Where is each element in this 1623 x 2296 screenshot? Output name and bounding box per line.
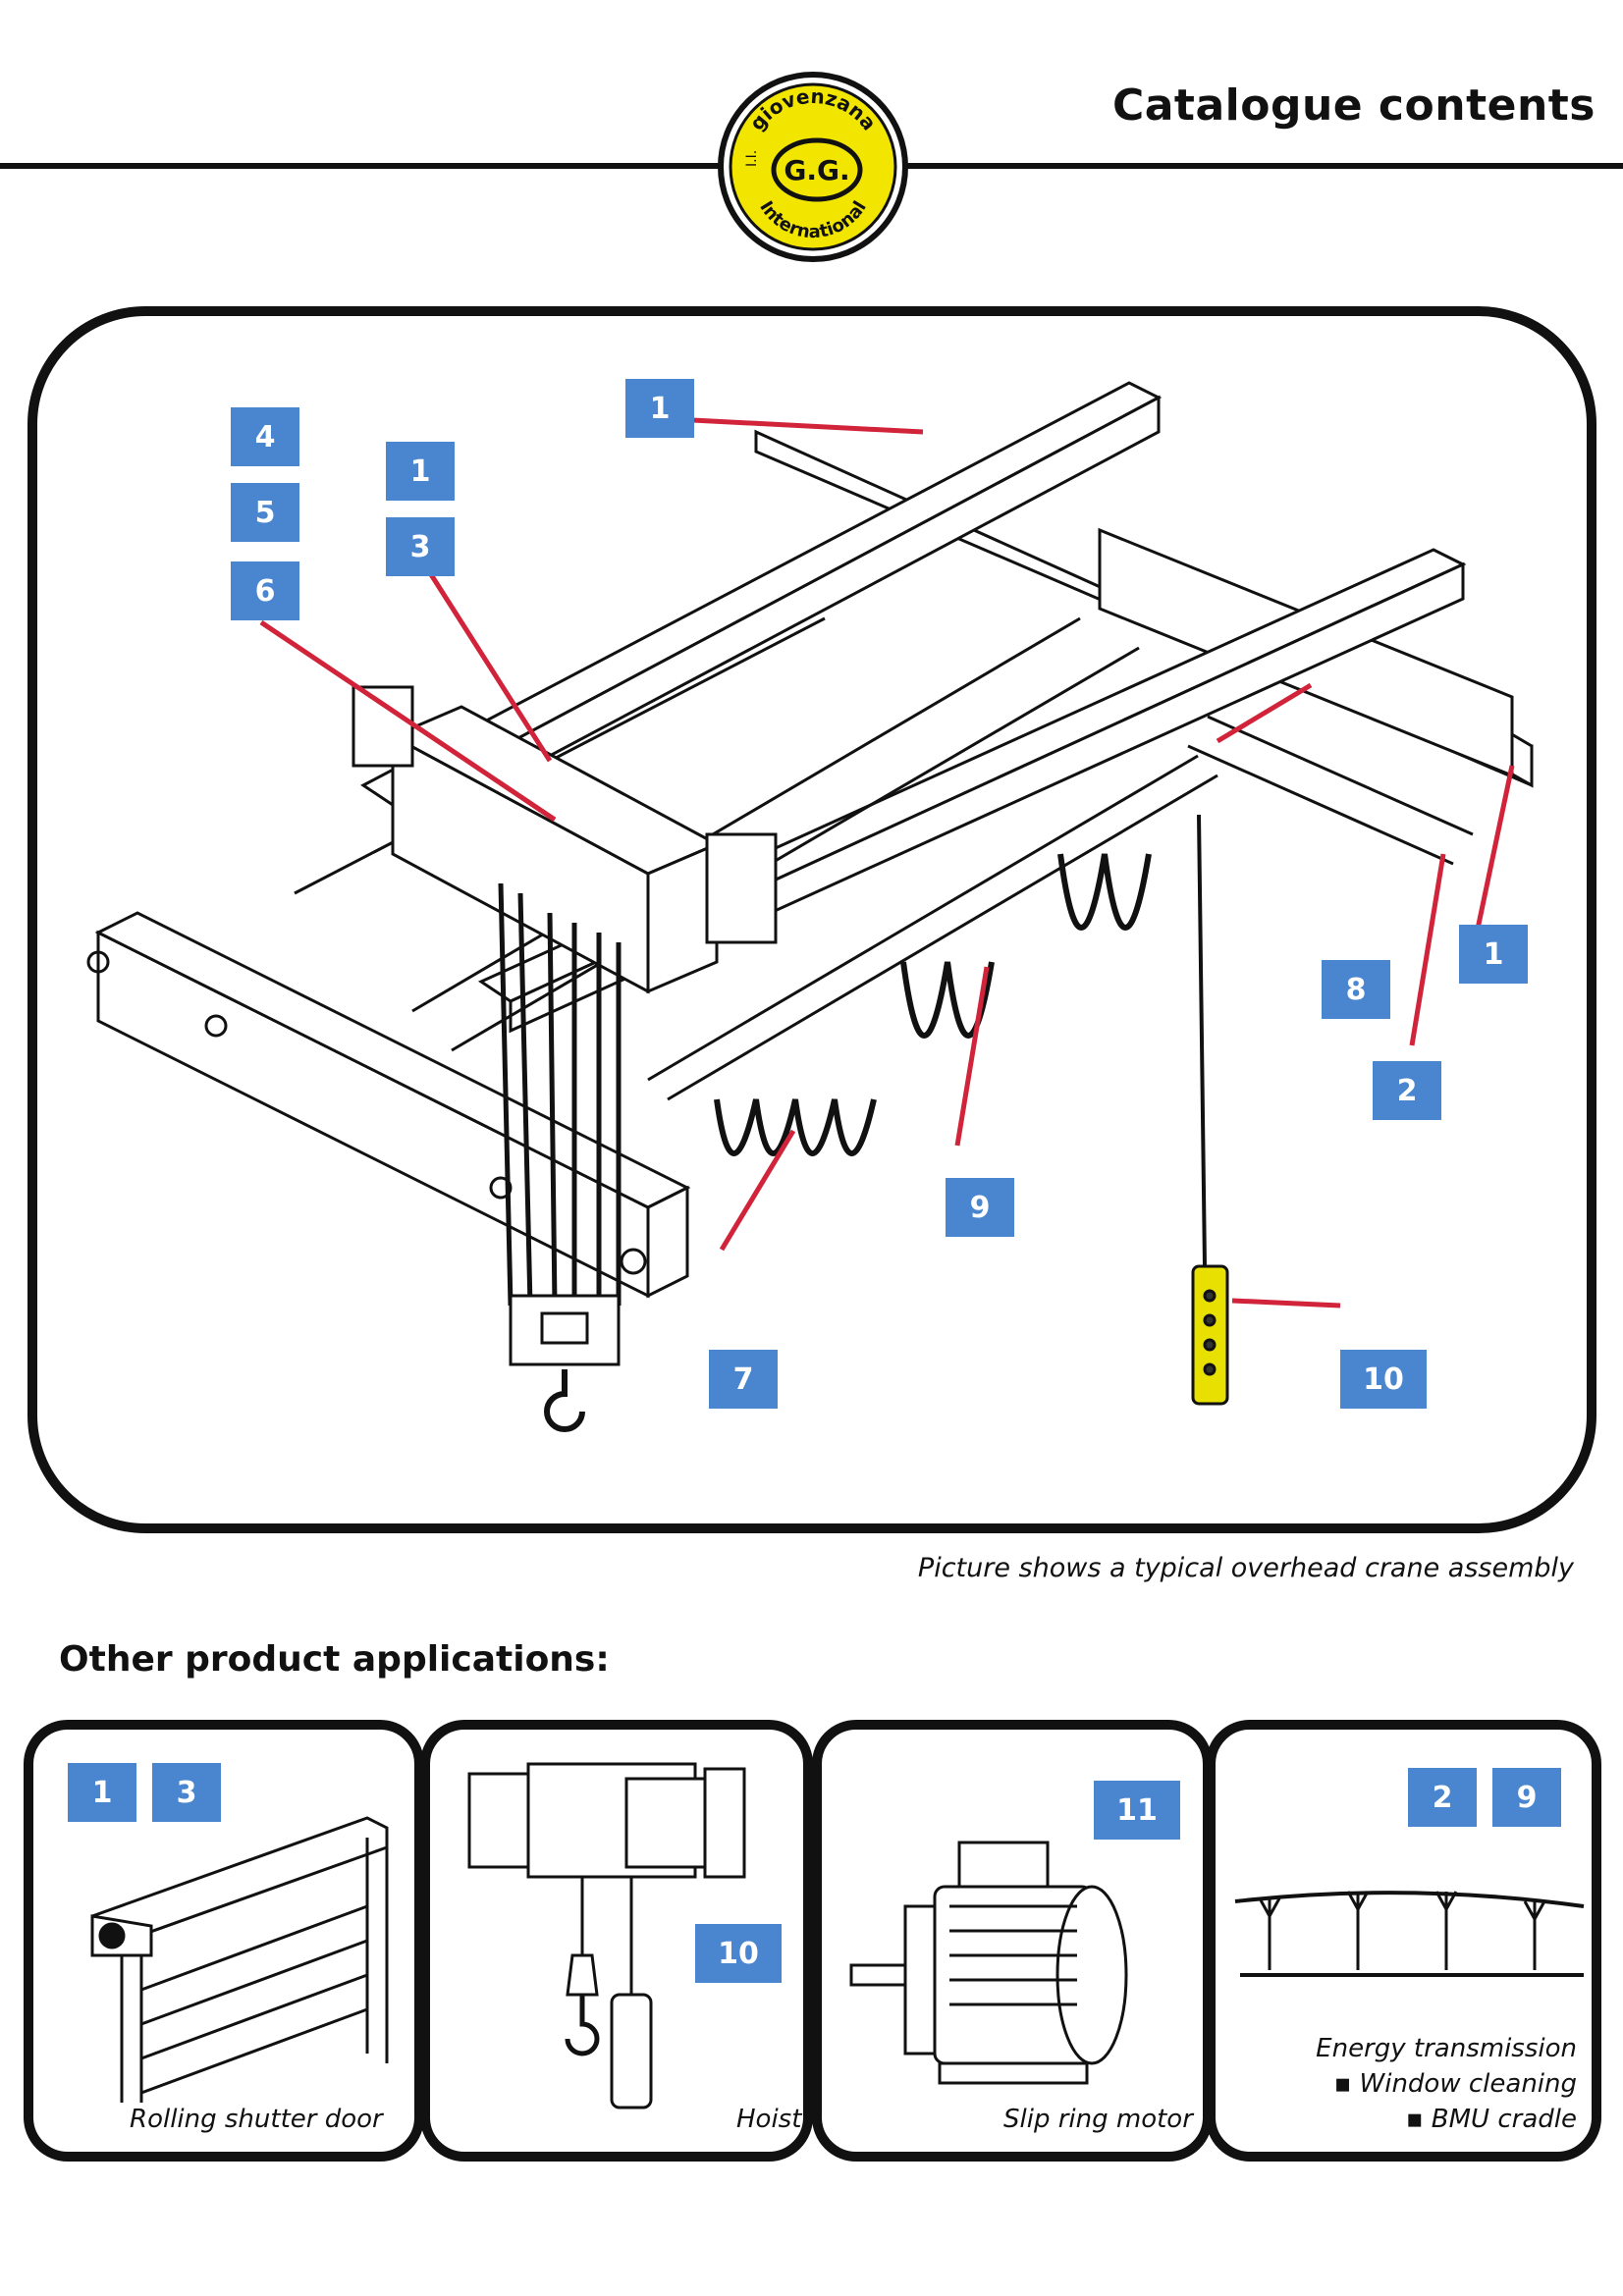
- callout-badge: 5: [231, 483, 299, 542]
- callout-badge: 2: [1408, 1768, 1477, 1827]
- page-title: Catalogue contents: [1111, 80, 1596, 131]
- bullet-item: ▪ BMU cradle: [1405, 2105, 1577, 2134]
- callout-badge: 3: [152, 1763, 221, 1822]
- logo-text-center: G.G.: [784, 154, 849, 187]
- callout-badge: 1: [1459, 925, 1528, 984]
- overhead-crane-illustration: [86, 381, 1534, 1432]
- bullet-text: BMU cradle: [1431, 2105, 1577, 2134]
- callout-badge: 9: [946, 1178, 1014, 1237]
- application-panel-rolling-shutter: 1 3 Rolling shutter door: [24, 1720, 424, 2162]
- panel-caption: Slip ring motor: [1003, 2105, 1193, 2134]
- callout-badge: 1: [68, 1763, 136, 1822]
- bullet-item: ▪ Window cleaning: [1333, 2069, 1577, 2099]
- rolling-shutter-door-icon: [90, 1816, 389, 2103]
- callout-badge: 9: [1492, 1768, 1561, 1827]
- bullet-text: Window cleaning: [1359, 2069, 1577, 2099]
- application-panel-energy-transmission: 2 9 Energy transmission ▪ Window cleanin…: [1206, 1720, 1601, 2162]
- section-heading: Other product applications:: [59, 1639, 610, 1680]
- callout-badge: 4: [231, 407, 299, 466]
- application-panel-hoist: 10 Hoist: [420, 1720, 813, 2162]
- callout-badge: 1: [625, 379, 694, 438]
- callout-badge: 10: [695, 1924, 782, 1983]
- logo-text-side: I.I.: [744, 150, 760, 167]
- panel-caption: Rolling shutter door: [130, 2105, 383, 2134]
- figure-caption: Picture shows a typical overhead crane a…: [917, 1553, 1574, 1583]
- company-logo: giovenzana International G.G. I.I.: [718, 72, 908, 262]
- callout-badge: 2: [1373, 1061, 1441, 1120]
- slip-ring-motor-icon: [849, 1841, 1128, 2085]
- callout-badge: 8: [1322, 960, 1390, 1019]
- callout-badge: 1: [386, 442, 455, 501]
- application-panel-slip-ring-motor: 11 Slip ring motor: [812, 1720, 1213, 2162]
- energy-transmission-icon: [1234, 1891, 1585, 1977]
- callout-badge: 11: [1094, 1781, 1180, 1840]
- callout-badge: 3: [386, 517, 455, 576]
- callout-badge: 10: [1340, 1350, 1427, 1409]
- callout-badge: 7: [709, 1350, 778, 1409]
- hoist-icon: [467, 1762, 746, 2109]
- panel-caption: Hoist: [736, 2105, 802, 2134]
- panel-caption: Energy transmission: [1316, 2034, 1577, 2063]
- callout-badge: 6: [231, 561, 299, 620]
